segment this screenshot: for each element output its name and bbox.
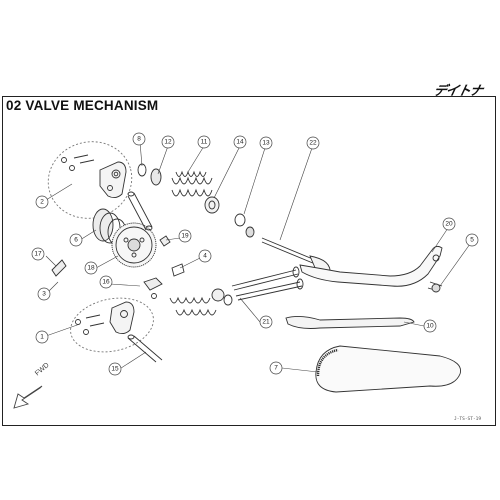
callout-circles — [31, 132, 479, 376]
callout-19: 19 — [181, 233, 189, 240]
callout-numbers: 8 12 11 14 13 22 2 6 17 3 18 19 4 16 20 … — [34, 136, 474, 373]
group-outline-2 — [47, 141, 133, 219]
camshaft-sprocket — [92, 208, 157, 268]
diagram-frame — [2, 96, 496, 426]
cam-follower-parts — [143, 235, 185, 299]
forward-arrow — [13, 385, 43, 409]
upper-valve-spring-assembly — [137, 163, 255, 238]
rocker-shaft-upper — [127, 191, 153, 231]
callout-22: 22 — [309, 140, 317, 147]
valve-lifter-arm — [299, 245, 443, 293]
callout-11: 11 — [201, 139, 208, 146]
callout-14: 14 — [236, 139, 244, 146]
diagram-code: J-TS-ST-19 — [454, 417, 482, 422]
callout-12: 12 — [164, 139, 172, 146]
group-outline-1 — [70, 297, 154, 353]
callout-4: 4 — [203, 253, 207, 260]
callout-2: 2 — [40, 199, 44, 206]
callout-17: 17 — [34, 251, 42, 258]
callout-8: 8 — [137, 136, 141, 143]
lower-rocker-arm — [75, 301, 135, 335]
callout-leaders — [45, 141, 471, 373]
diagram-title: 02 VALVE MECHANISM — [6, 98, 159, 113]
callout-21: 21 — [262, 319, 270, 326]
upper-rocker-arm — [61, 154, 127, 199]
callout-3: 3 — [42, 291, 46, 298]
callout-13: 13 — [262, 140, 270, 147]
callout-7: 7 — [274, 365, 278, 372]
exhaust-valve-assembly — [169, 266, 304, 316]
callout-16: 16 — [102, 279, 110, 286]
callout-10: 10 — [426, 323, 434, 330]
callout-6: 6 — [74, 237, 78, 244]
tensioner-wedge — [51, 259, 67, 277]
callout-18: 18 — [87, 265, 95, 272]
chain-guide-rail — [285, 315, 415, 329]
callout-5: 5 — [470, 237, 474, 244]
cam-chain — [315, 345, 462, 393]
callout-15: 15 — [111, 366, 119, 373]
callout-1: 1 — [40, 334, 44, 341]
callout-20: 20 — [445, 221, 453, 228]
rocker-shaft-lower — [127, 334, 163, 363]
